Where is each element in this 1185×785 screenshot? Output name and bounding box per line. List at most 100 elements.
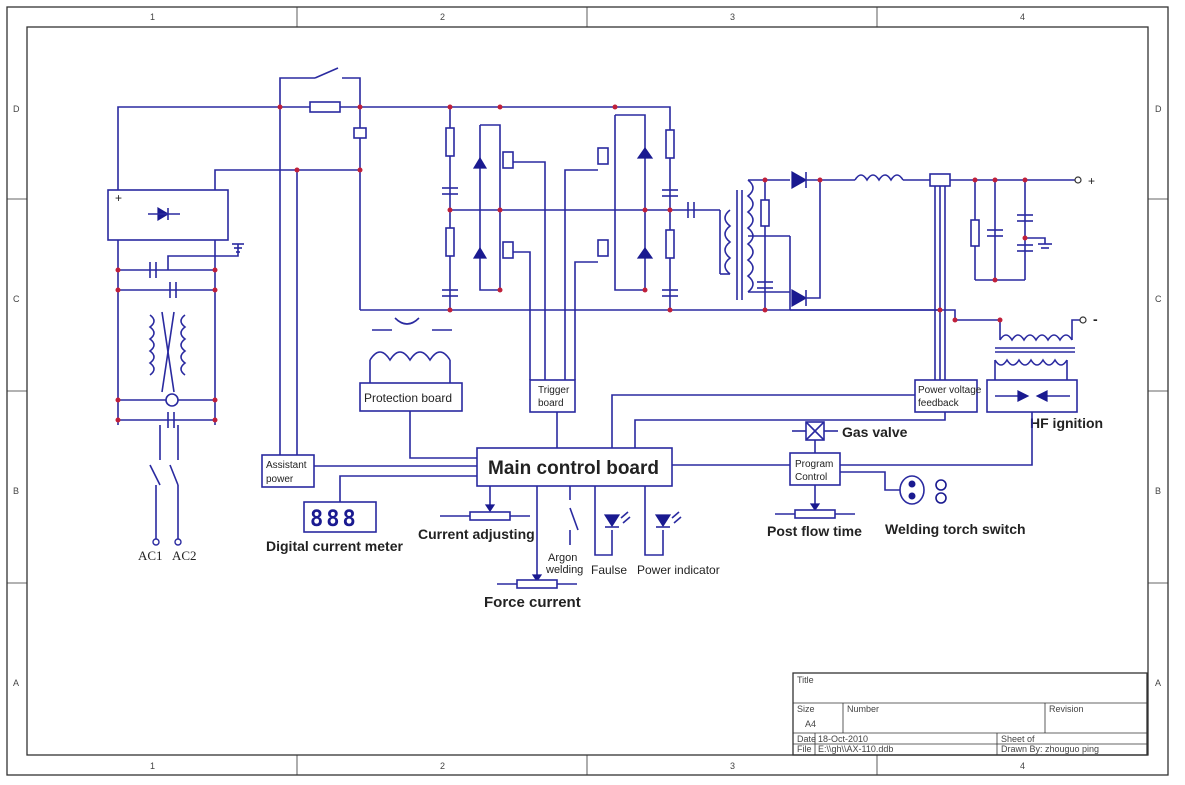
frame-row-b-left: B <box>13 486 19 496</box>
bridge-plus-label: + <box>115 191 122 205</box>
output-section: + - Power voltage feedback <box>719 170 1103 431</box>
frame-row-b-right: B <box>1155 486 1161 496</box>
main-control-board-box <box>476 447 673 487</box>
input-choke-right <box>180 314 187 376</box>
main-transformer-primary <box>724 209 732 275</box>
post-flow-time-label: Post flow time <box>767 523 862 539</box>
frame-col-1-top: 1 <box>150 12 155 22</box>
fault-led-icon <box>603 514 621 528</box>
frame-col-1-bottom: 1 <box>150 761 155 771</box>
assistant-power-label-1: Assistant <box>266 460 307 471</box>
trigger-board-label-1: Trigger <box>538 385 570 396</box>
frame-col-3-bottom: 3 <box>730 761 735 771</box>
frame-row-d-right: D <box>1155 104 1162 114</box>
fault-label: Faulse <box>591 563 627 577</box>
output-minus-terminal <box>1079 316 1087 324</box>
shunt <box>929 173 951 187</box>
title-block-number: Number <box>847 704 879 714</box>
digital-current-meter-label: Digital current meter <box>266 538 403 554</box>
trigger-board-box <box>529 379 576 413</box>
power-switch <box>314 67 339 79</box>
output-plus-terminal <box>1074 176 1082 184</box>
thermostat <box>353 127 367 139</box>
frame-col-3-top: 3 <box>730 12 735 22</box>
igbt-3 <box>597 147 609 165</box>
post-flow-time-potentiometer <box>794 509 836 519</box>
output-plus-label: + <box>1088 174 1095 188</box>
control-section: Main control board 888 Digital current m… <box>266 394 1033 611</box>
frame-row-c-right: C <box>1155 294 1162 304</box>
freewheel-diode-3-icon <box>636 146 654 159</box>
frame-col-4-top: 4 <box>1020 12 1025 22</box>
force-current-potentiometer <box>516 579 558 589</box>
welding-torch-switch-label: Welding torch switch <box>885 521 1026 537</box>
freewheel-diode-2-icon <box>472 246 488 259</box>
frame-row-c-left: C <box>13 294 20 304</box>
frame-row-a-left: A <box>13 678 19 688</box>
hf-coupling-secondary <box>994 358 1068 366</box>
force-current-label: Force current <box>484 594 581 611</box>
power-voltage-feedback-label-2: feedback <box>918 398 960 409</box>
power-voltage-feedback-label-1: Power voltage <box>918 385 982 396</box>
title-block-file-value: E:\\gh\\AX-110.ddb <box>818 744 893 754</box>
freewheel-diode-4-icon <box>636 246 654 259</box>
power-voltage-feedback-box <box>914 379 978 413</box>
hf-ignition-label: HF ignition <box>1030 415 1103 431</box>
welding-torch-switch-icon <box>899 475 925 505</box>
frame-col-4-bottom: 4 <box>1020 761 1025 771</box>
output-inductor <box>854 174 904 182</box>
junction-dots <box>115 104 1028 423</box>
frame-row-d-left: D <box>13 104 20 114</box>
current-adjusting-label: Current adjusting <box>418 526 535 542</box>
input-choke-left <box>148 314 155 376</box>
frame-row-a-right: A <box>1155 678 1161 688</box>
fuse <box>309 101 341 113</box>
inverter-section: Protection board Trigger board <box>359 107 720 413</box>
title-block-date: Date <box>797 734 816 744</box>
assistant-power-label-2: power <box>266 474 294 485</box>
frame-col-2-bottom: 2 <box>440 761 445 771</box>
argon-welding-label-1: Argon <box>548 552 577 564</box>
argon-welding-switch <box>569 507 579 531</box>
title-block-sheet: Sheet of <box>1001 734 1035 744</box>
program-control-label-1: Program <box>795 459 833 470</box>
ac2-terminal <box>174 538 182 546</box>
title-block: Title Size A4 Number Revision Date 18-Oc… <box>792 672 1148 756</box>
title-block-size-value: A4 <box>805 719 816 729</box>
ct-winding <box>369 351 451 362</box>
frame-col-2-top: 2 <box>440 12 445 22</box>
ac1-terminal <box>152 538 160 546</box>
argon-welding-label-2: welding <box>545 564 583 576</box>
current-transformer <box>394 317 420 325</box>
current-adjusting-potentiometer <box>469 511 511 521</box>
digital-current-meter-digits: 888 <box>310 507 359 532</box>
title-block-size: Size <box>797 704 815 714</box>
hf-coupling-coil <box>999 334 1073 342</box>
title-block-revision: Revision <box>1049 704 1084 714</box>
drawing-frame: 1 2 3 4 1 2 3 4 D C B A D C B A <box>6 6 1169 776</box>
protection-board-label: Protection board <box>364 391 452 405</box>
main-control-board-label: Main control board <box>488 458 659 479</box>
assistant-power-box <box>261 454 315 488</box>
output-diode-2-icon <box>791 288 808 308</box>
freewheel-diode-1-icon <box>472 156 488 169</box>
title-block-title: Title <box>797 675 814 685</box>
gas-valve-label: Gas valve <box>842 424 908 440</box>
trigger-board-label-2: board <box>538 398 564 409</box>
title-block-drawn-by: Drawn By: zhouguo ping <box>1001 744 1099 754</box>
igbt-4 <box>597 239 609 257</box>
power-indicator-led-icon <box>654 514 672 528</box>
title-block-date-value: 18-Oct-2010 <box>818 734 868 744</box>
input-switch-left <box>149 464 161 486</box>
protection-board-box <box>359 382 463 412</box>
output-diode-1-icon <box>791 170 808 190</box>
output-minus-label: - <box>1093 311 1098 327</box>
igbt-2 <box>502 241 514 259</box>
digital-current-meter-display <box>303 501 377 533</box>
program-control-label-2: Control <box>795 472 827 483</box>
program-control-box <box>789 452 841 486</box>
input-switch-right <box>169 464 179 486</box>
igbt-1 <box>502 151 514 169</box>
title-block-file: File <box>797 744 812 754</box>
